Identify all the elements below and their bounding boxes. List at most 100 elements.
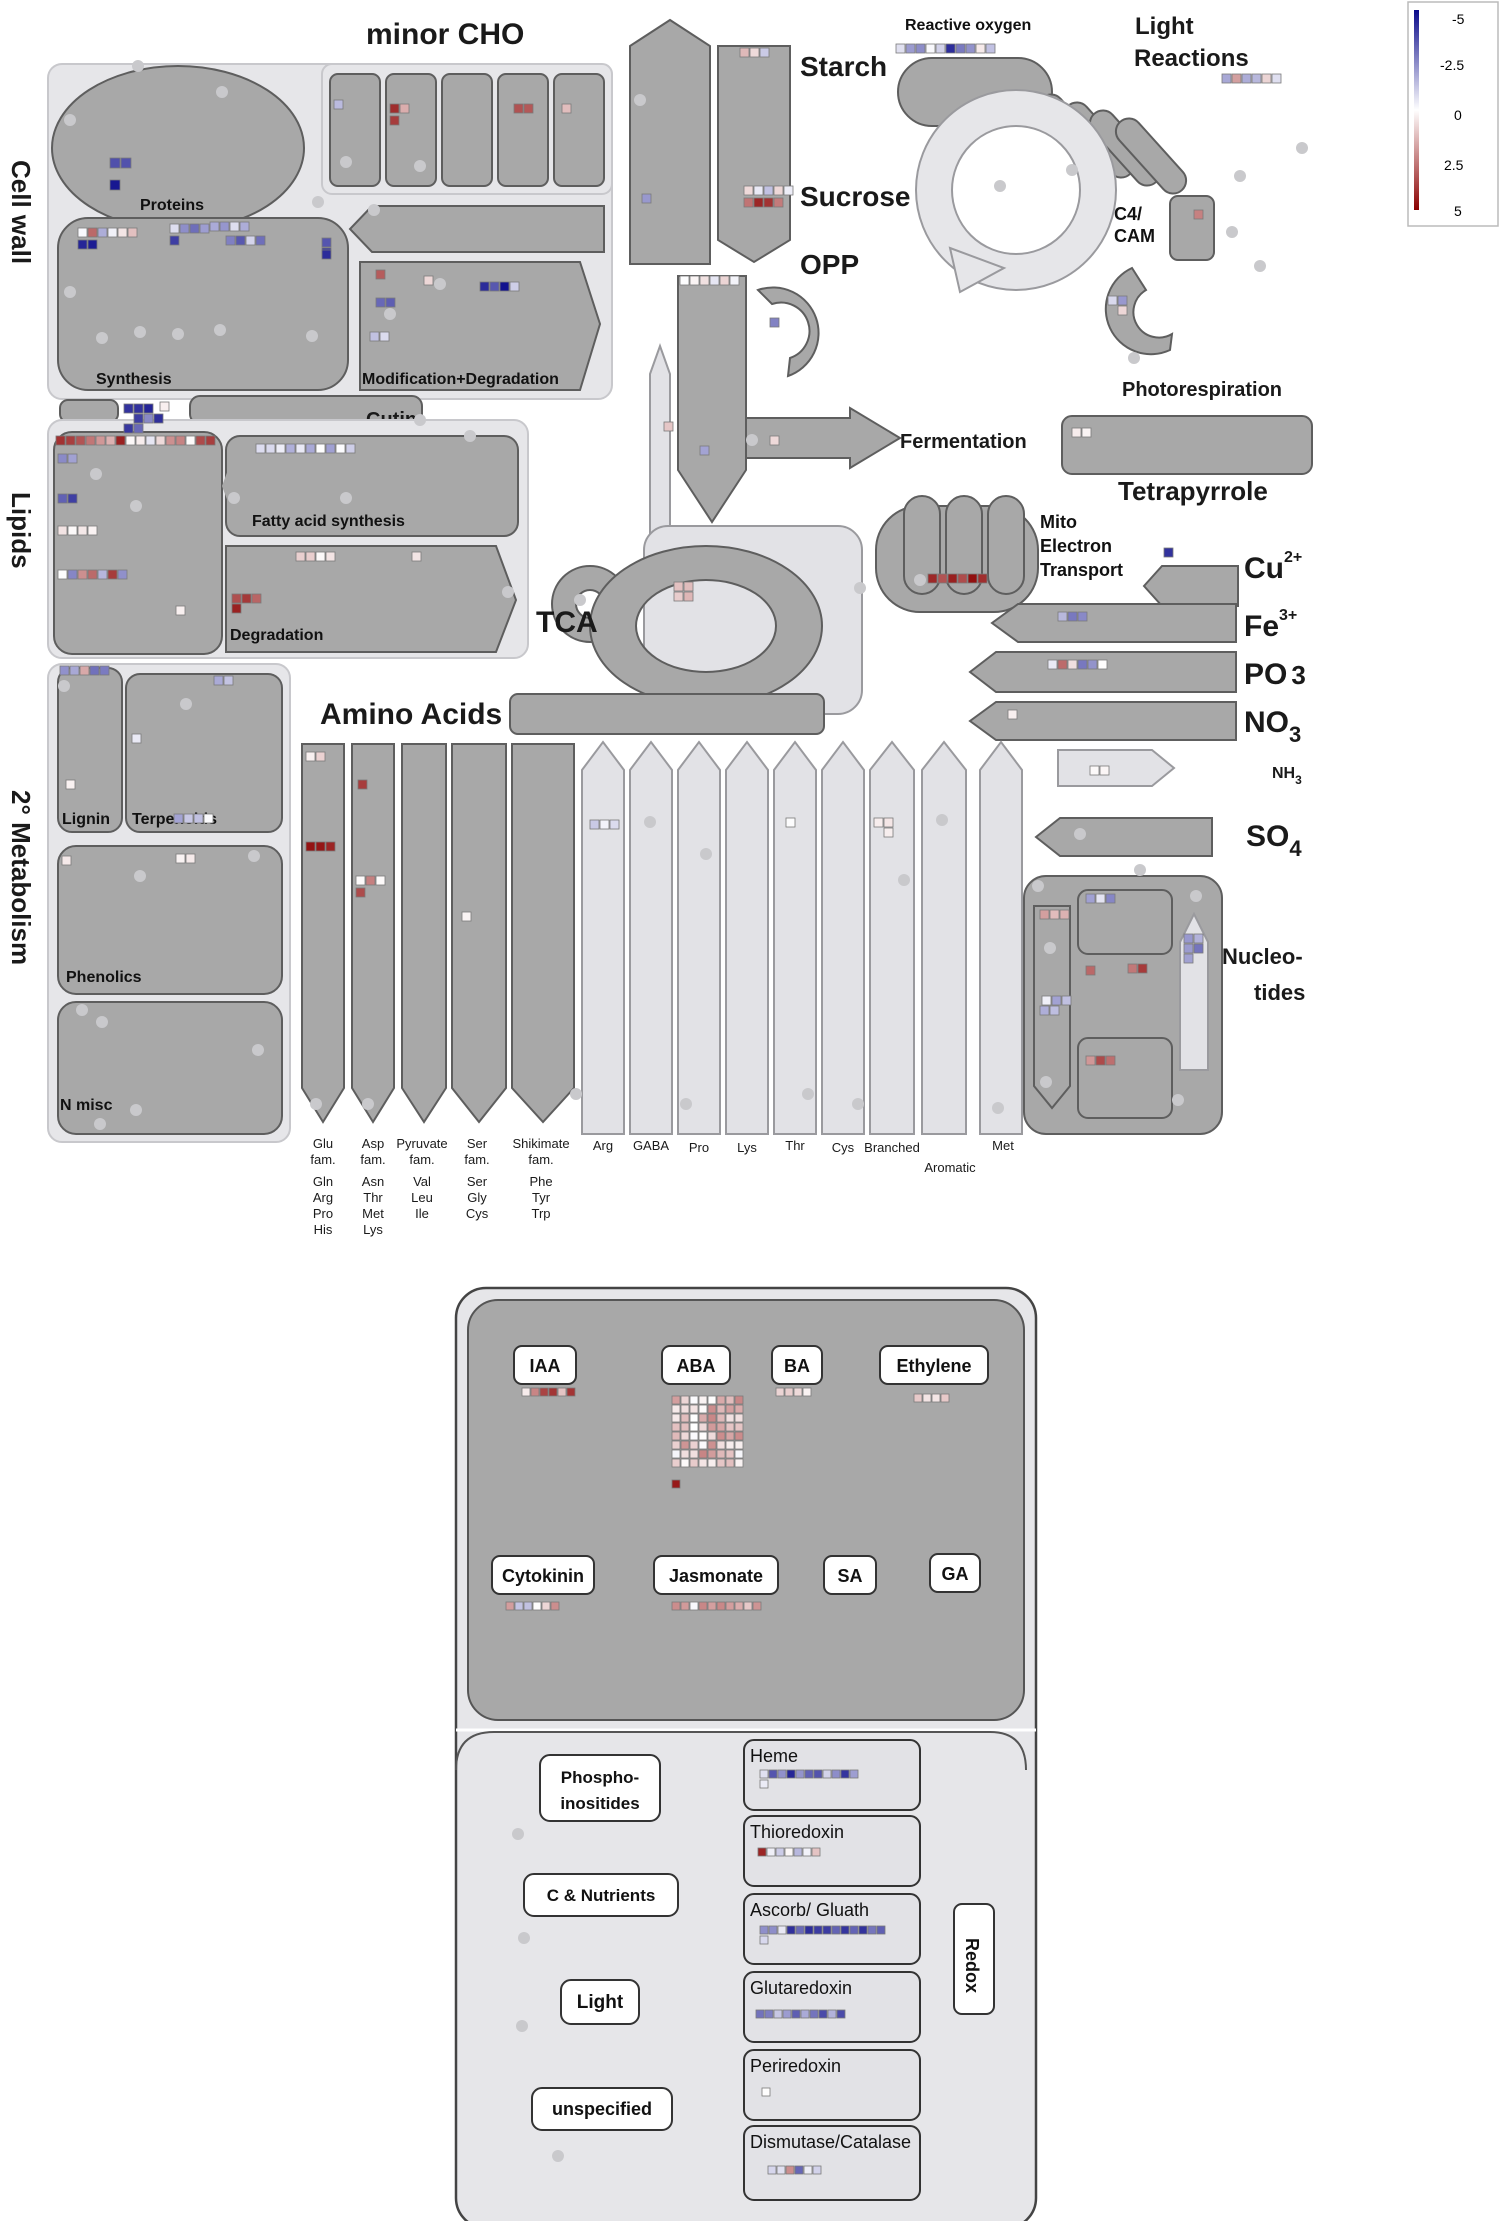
- expression-square: [1049, 909, 1060, 920]
- expression-square: [753, 197, 764, 208]
- expression-square: [1067, 659, 1078, 670]
- expression-square: [777, 1925, 787, 1935]
- section-label-lipids: Lipids: [6, 492, 36, 569]
- tca-cycle: [588, 545, 824, 707]
- unspecified-label: unspecified: [552, 2099, 652, 2119]
- expression-square: [802, 1847, 812, 1857]
- expression-square: [849, 1925, 859, 1935]
- expression-square: [107, 569, 118, 580]
- expression-square: [743, 197, 754, 208]
- unmapped-dot: [1172, 1094, 1184, 1106]
- cu-label: Cu2+: [1244, 549, 1302, 585]
- metabolism-overview: Cell wall Lipids 2° Metabolism Proteins …: [6, 13, 1313, 1237]
- legend-tick: -5: [1452, 11, 1465, 27]
- expression-square: [725, 1440, 735, 1450]
- expression-square: [1049, 1005, 1060, 1016]
- expression-square: [189, 223, 200, 234]
- expression-square: [802, 1387, 812, 1397]
- expression-square: [109, 179, 121, 191]
- fe-label: Fe3+: [1244, 607, 1297, 643]
- redox-item-box: [743, 1815, 921, 1887]
- expression-square: [523, 1601, 533, 1611]
- hormone-box: [879, 1345, 989, 1385]
- expression-square: [739, 47, 750, 58]
- expression-square: [213, 675, 224, 686]
- expression-square: [793, 1847, 803, 1857]
- expression-square: [831, 1925, 841, 1935]
- expression-square: [1117, 295, 1128, 306]
- expression-square: [698, 1431, 708, 1441]
- unmapped-dot: [1296, 142, 1308, 154]
- expression-square: [761, 2087, 771, 2097]
- expression-square: [768, 1769, 778, 1779]
- aa-column-label: Asn: [362, 1174, 384, 1189]
- expression-square: [785, 2165, 795, 2175]
- expression-square: [803, 2165, 813, 2175]
- expression-square: [135, 435, 146, 446]
- expression-square: [759, 1779, 769, 1789]
- expression-square: [1067, 611, 1078, 622]
- expression-square: [786, 1925, 796, 1935]
- expression-square: [716, 1458, 726, 1468]
- minor-cho-title: minor CHO: [366, 18, 524, 51]
- expression-square: [1007, 709, 1018, 720]
- mito-complex: [945, 495, 983, 595]
- expression-square: [539, 1387, 549, 1397]
- expression-square: [759, 1769, 769, 1779]
- expression-square: [315, 551, 326, 562]
- expression-square: [209, 221, 220, 232]
- expression-square: [251, 593, 262, 604]
- expression-square: [689, 1601, 699, 1611]
- expression-square: [325, 551, 336, 562]
- expression-square: [725, 1431, 735, 1441]
- hormone-label: IAA: [530, 1356, 561, 1376]
- unmapped-dot: [680, 1098, 692, 1110]
- expression-square: [185, 435, 196, 446]
- expression-square: [1089, 765, 1100, 776]
- expression-square: [680, 1395, 690, 1405]
- aa-column-label: Ser: [467, 1136, 488, 1151]
- expression-square: [305, 443, 316, 454]
- expression-square: [1085, 1055, 1096, 1066]
- expression-square: [57, 525, 68, 536]
- unmapped-dot: [214, 324, 226, 336]
- expression-square: [775, 1847, 785, 1857]
- unmapped-dot: [1032, 880, 1044, 892]
- fatty-acid-synthesis-label: Fatty acid synthesis: [252, 513, 405, 530]
- unmapped-dot: [1040, 1076, 1052, 1088]
- expression-square: [513, 103, 524, 114]
- expression-square: [922, 1393, 932, 1403]
- expression-square: [65, 779, 76, 790]
- expression-square: [229, 221, 240, 232]
- expression-square: [1105, 893, 1116, 904]
- photorespiration-label: Photorespiration: [1122, 379, 1282, 401]
- expression-square: [77, 239, 88, 250]
- expression-square: [1087, 659, 1098, 670]
- expression-square: [698, 1449, 708, 1459]
- phosphoinositides-label: Phospho-: [561, 1768, 639, 1787]
- expression-square: [689, 1395, 699, 1405]
- expression-square: [698, 1440, 708, 1450]
- expression-square: [1105, 1055, 1116, 1066]
- expression-square: [755, 2009, 765, 2019]
- expression-square: [965, 43, 976, 54]
- unmapped-dot: [64, 286, 76, 298]
- expression-square: [707, 1440, 717, 1450]
- expression-square: [75, 435, 86, 446]
- expression-square: [1193, 943, 1204, 954]
- nh-label: NH3: [1272, 765, 1302, 787]
- aa-label: GABA: [633, 1138, 669, 1153]
- photorespiration-cycle: [1104, 266, 1174, 356]
- expression-square: [913, 1393, 923, 1403]
- expression-square: [680, 1440, 690, 1450]
- expression-square: [725, 1404, 735, 1414]
- mito-complex: [987, 495, 1025, 595]
- unmapped-dot: [228, 492, 240, 504]
- expression-square: [461, 911, 472, 922]
- expression-square: [707, 1601, 717, 1611]
- expression-square: [795, 1769, 805, 1779]
- expression-square: [671, 1395, 681, 1405]
- expression-square: [57, 569, 68, 580]
- expression-square: [671, 1404, 681, 1414]
